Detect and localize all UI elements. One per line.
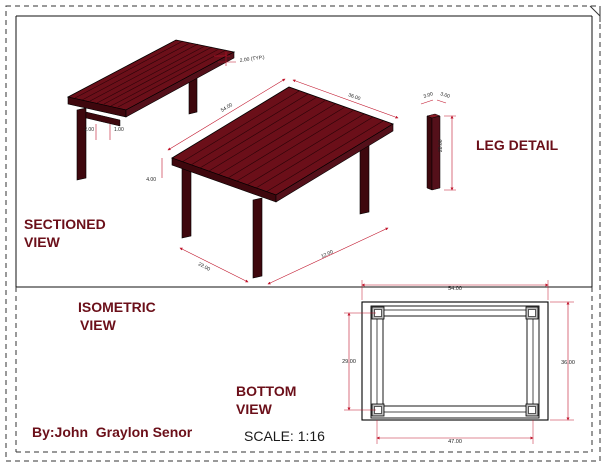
isometric-view: 54.00 36.00 12.00 22.00 4.00	[146, 78, 399, 285]
dim-sectioned-top: 2.00 (TYP.)	[239, 55, 265, 64]
dim-iso-width: 36.00	[347, 92, 361, 102]
dim-bottom-depth: 36.00	[561, 360, 575, 366]
author-credit: By:John Graylon Senor	[32, 424, 193, 440]
dim-sectioned-b: 2.00	[84, 127, 94, 133]
sectioned-label-line1: SECTIONED	[24, 216, 106, 232]
isometric-view-label: ISOMETRIC VIEW	[78, 298, 156, 334]
bottom-view: 54.00 47.00 36.00 29.00	[342, 280, 575, 445]
dim-iso-left-b: 4.00	[146, 177, 156, 183]
dim-iso-left-a: 22.00	[197, 261, 211, 272]
dim-iso-length: 54.00	[220, 102, 234, 114]
dim-bottom-inner-width: 47.00	[448, 439, 462, 445]
bottom-label-line1: BOTTOM	[236, 383, 297, 399]
sectioned-view-label: SECTIONED VIEW	[24, 215, 106, 251]
sectioned-label-line2: VIEW	[24, 234, 60, 250]
dim-sectioned-a: 1.00	[114, 127, 124, 133]
bottom-view-label: BOTTOM VIEW	[236, 382, 296, 418]
scale-note: SCALE: 1:16	[244, 428, 325, 444]
bottom-label-line2: VIEW	[236, 401, 272, 417]
isometric-label-line2: VIEW	[80, 317, 116, 333]
leg-detail-label: LEG DETAIL	[476, 137, 559, 153]
dim-bottom-inner-depth: 29.00	[342, 359, 356, 365]
dim-leg-a: 3.00	[423, 91, 434, 100]
dim-leg-height: 28.00	[438, 139, 444, 152]
dim-leg-b: 3.00	[439, 91, 450, 100]
isometric-label-line1: ISOMETRIC	[78, 299, 156, 315]
dim-iso-right: 12.00	[320, 249, 334, 260]
sheet-border	[5, 5, 601, 462]
leg-detail: 3.00 3.00 28.00	[420, 91, 456, 191]
dim-bottom-width: 54.00	[448, 286, 462, 292]
